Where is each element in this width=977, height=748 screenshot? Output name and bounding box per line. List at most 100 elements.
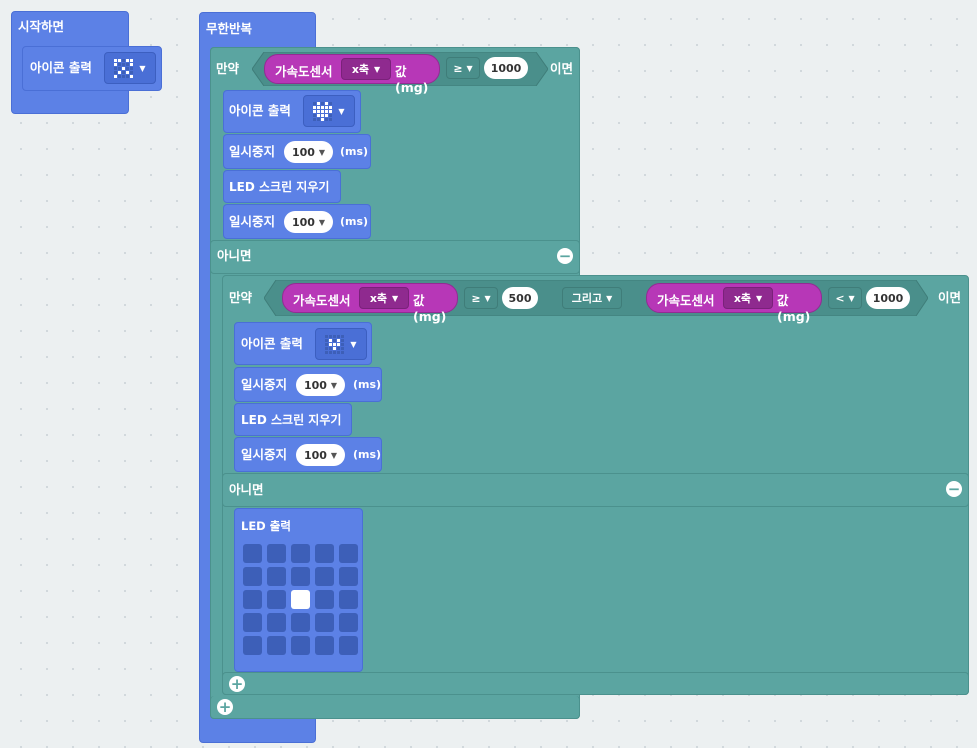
led-cell[interactable] [243, 636, 262, 655]
pause-label: 일시중지 [229, 214, 276, 229]
pause-value: 100 [303, 448, 327, 462]
if-label-1: 만약 [216, 61, 240, 76]
threshold-input-3[interactable]: 1000 [866, 287, 910, 309]
led-cell[interactable] [243, 590, 262, 609]
led-cell[interactable] [243, 613, 262, 632]
caret-down-icon: ▼ [139, 63, 146, 73]
threshold-input-1[interactable]: 1000 [484, 57, 528, 79]
pause-value: 100 [303, 378, 327, 392]
caret-down-icon: ▼ [318, 217, 326, 227]
pause-label: 일시중지 [241, 377, 288, 392]
pause-label: 일시중지 [229, 144, 276, 159]
caret-down-icon: ▼ [374, 64, 381, 74]
then-label-2: 이면 [938, 290, 962, 305]
caret-down-icon: ▼ [484, 293, 491, 303]
axis-value: x축 [369, 292, 388, 305]
led-cell[interactable] [267, 567, 286, 586]
led-cell[interactable] [339, 544, 358, 563]
axis-dropdown[interactable]: x축▼ [723, 287, 773, 309]
threshold-value: 1000 [490, 61, 522, 75]
led-cell[interactable] [291, 567, 310, 586]
pause-unit: (ms) [340, 215, 369, 228]
on-start-label: 시작하면 [18, 19, 65, 34]
operator-dropdown-3[interactable]: <▼ [828, 287, 862, 309]
led-cell[interactable] [291, 590, 310, 609]
operator-dropdown-2[interactable]: ≥▼ [464, 287, 498, 309]
led-cell[interactable] [339, 590, 358, 609]
axis-value: x축 [733, 292, 752, 305]
clear-screen-label: LED 스크린 지우기 [229, 180, 330, 194]
threshold-input-2[interactable]: 500 [502, 287, 538, 309]
threshold-value: 500 [508, 291, 532, 305]
led-cell[interactable] [315, 544, 334, 563]
show-icon-label: 아이콘 출력 [229, 103, 291, 118]
led-grid[interactable] [243, 544, 363, 664]
axis-value: x축 [351, 63, 370, 76]
pause-unit: (ms) [340, 145, 369, 158]
accelerometer-reporter-1[interactable]: 가속도센서 x축▼ 값(mg) [264, 54, 440, 95]
led-cell[interactable] [315, 567, 334, 586]
threshold-value: 1000 [872, 291, 904, 305]
pause-input[interactable]: 100▼ [284, 211, 333, 233]
pause-unit: (ms) [353, 448, 382, 461]
led-cell[interactable] [267, 544, 286, 563]
sad-face-icon [114, 58, 134, 78]
led-output-label: LED 출력 [241, 519, 291, 533]
icon-dropdown[interactable]: ▼ [303, 95, 355, 127]
if-else-footer-inner [222, 672, 969, 695]
small-heart-icon [325, 334, 345, 354]
accelerometer-reporter-3[interactable]: 가속도센서 x축▼ 값(mg) [646, 283, 822, 324]
sensor-label: 가속도센서 [293, 293, 351, 308]
axis-dropdown[interactable]: x축 ▼ [341, 58, 391, 80]
caret-down-icon: ▼ [330, 450, 338, 460]
show-icon-label: 아이콘 출력 [241, 336, 303, 351]
led-cell[interactable] [315, 636, 334, 655]
led-cell[interactable] [339, 567, 358, 586]
else-row-2 [222, 473, 969, 507]
if-label-2: 만약 [229, 290, 253, 305]
led-cell[interactable] [267, 590, 286, 609]
caret-down-icon: ▼ [466, 63, 473, 73]
caret-down-icon: ▼ [848, 293, 855, 303]
operator-dropdown-1[interactable]: ≥▼ [446, 57, 480, 79]
clear-screen-label: LED 스크린 지우기 [241, 413, 342, 427]
led-cell[interactable] [291, 613, 310, 632]
axis-dropdown[interactable]: x축▼ [359, 287, 409, 309]
icon-dropdown[interactable]: ▼ [315, 328, 367, 360]
caret-down-icon: ▼ [330, 380, 338, 390]
clear-screen-block[interactable] [234, 403, 352, 436]
pause-value: 100 [291, 215, 315, 229]
then-label-1: 이면 [550, 61, 574, 76]
led-cell[interactable] [339, 636, 358, 655]
operator-value: ≥ [471, 291, 481, 305]
plus-circle-icon[interactable]: + [217, 698, 233, 716]
forever-label: 무한반복 [206, 21, 253, 36]
led-cell[interactable] [243, 544, 262, 563]
minus-circle-icon[interactable]: − [946, 480, 962, 498]
led-cell[interactable] [291, 544, 310, 563]
led-cell[interactable] [315, 613, 334, 632]
minus-circle-icon[interactable]: − [557, 247, 573, 265]
else-label-1: 아니면 [217, 248, 252, 263]
if-else-footer-outer [210, 696, 580, 719]
pause-input[interactable]: 100▼ [284, 141, 333, 163]
pause-unit: (ms) [353, 378, 382, 391]
sensor-label: 가속도센서 [657, 293, 715, 308]
led-cell[interactable] [267, 636, 286, 655]
caret-down-icon: ▼ [606, 293, 613, 303]
pause-input[interactable]: 100▼ [296, 444, 345, 466]
led-cell[interactable] [267, 613, 286, 632]
led-cell[interactable] [315, 590, 334, 609]
clear-screen-block[interactable] [223, 170, 341, 203]
led-cell[interactable] [243, 567, 262, 586]
pause-input[interactable]: 100▼ [296, 374, 345, 396]
led-cell[interactable] [291, 636, 310, 655]
plus-circle-icon[interactable]: + [229, 675, 245, 693]
icon-dropdown[interactable]: ▼ [104, 52, 156, 84]
operator-value: ≥ [453, 61, 463, 75]
sensor-label: 가속도센서 [275, 64, 333, 79]
value-label: 값(mg) [413, 293, 447, 324]
accelerometer-reporter-2[interactable]: 가속도센서 x축▼ 값(mg) [282, 283, 458, 324]
and-dropdown[interactable]: 그리고▼ [562, 287, 622, 309]
led-cell[interactable] [339, 613, 358, 632]
